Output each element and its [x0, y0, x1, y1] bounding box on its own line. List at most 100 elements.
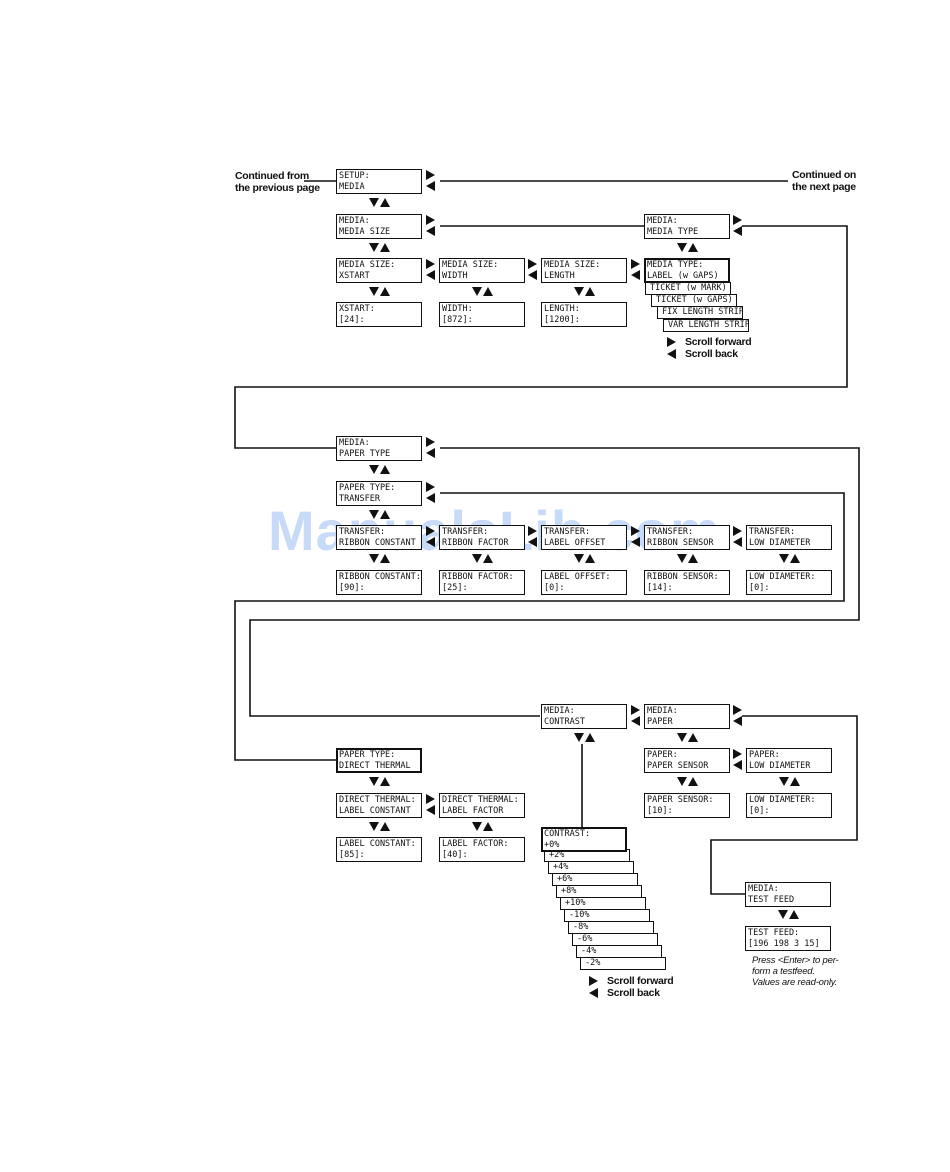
- menu-box[interactable]: MEDIA SIZE:LENGTH: [541, 258, 627, 283]
- menu-box[interactable]: MEDIA:MEDIA SIZE: [336, 214, 422, 239]
- menu-box[interactable]: PAPER:PAPER SENSOR: [644, 748, 730, 773]
- contrast-option[interactable]: +4%: [548, 861, 634, 874]
- media-type-option[interactable]: FIX LENGTH STRIP: [657, 306, 743, 319]
- up-down-arrows-icon[interactable]: [574, 554, 596, 563]
- menu-box[interactable]: MEDIA:PAPER TYPE: [336, 436, 422, 461]
- contrast-option[interactable]: +6%: [552, 873, 638, 886]
- up-down-arrows-icon[interactable]: [369, 243, 391, 252]
- selected-option-box[interactable]: MEDIA TYPE:LABEL (w GAPS): [644, 258, 730, 283]
- scroll-right-arrow[interactable]: [528, 259, 537, 269]
- value-box[interactable]: LOW DIAMETER:[0]:: [746, 570, 832, 595]
- scroll-left-arrow[interactable]: [426, 226, 435, 236]
- menu-box[interactable]: PAPER TYPE:DIRECT THERMAL: [336, 748, 422, 773]
- value-box[interactable]: LABEL CONSTANT:[85]:: [336, 837, 422, 862]
- contrast-option[interactable]: -4%: [576, 945, 662, 958]
- up-down-arrows-icon[interactable]: [574, 287, 596, 296]
- menu-box[interactable]: TRANSFER:RIBBON CONSTANT: [336, 525, 422, 550]
- scroll-right-arrow[interactable]: [733, 526, 742, 536]
- scroll-left-arrow[interactable]: [733, 760, 742, 770]
- up-down-arrows-icon[interactable]: [778, 910, 800, 919]
- menu-box[interactable]: TRANSFER:RIBBON SENSOR: [644, 525, 730, 550]
- contrast-option[interactable]: -2%: [580, 957, 666, 970]
- value-box[interactable]: RIBBON CONSTANT:[90]:: [336, 570, 422, 595]
- scroll-left-arrow[interactable]: [631, 270, 640, 280]
- up-down-arrows-icon[interactable]: [779, 777, 801, 786]
- scroll-left-arrow[interactable]: [426, 270, 435, 280]
- scroll-left-arrow[interactable]: [426, 805, 435, 815]
- up-down-arrows-icon[interactable]: [369, 198, 391, 207]
- scroll-right-arrow[interactable]: [733, 705, 742, 715]
- value-box[interactable]: LABEL OFFSET:[0]:: [541, 570, 627, 595]
- scroll-right-arrow[interactable]: [733, 215, 742, 225]
- up-down-arrows-icon[interactable]: [574, 733, 596, 742]
- menu-box[interactable]: DIRECT THERMAL:LABEL CONSTANT: [336, 793, 422, 818]
- up-down-arrows-icon[interactable]: [779, 554, 801, 563]
- up-down-arrows-icon[interactable]: [369, 777, 391, 786]
- scroll-left-arrow[interactable]: [426, 537, 435, 547]
- menu-box[interactable]: MEDIA:PAPER: [644, 704, 730, 729]
- value-box[interactable]: RIBBON SENSOR:[14]:: [644, 570, 730, 595]
- menu-box[interactable]: TRANSFER:LOW DIAMETER: [746, 525, 832, 550]
- contrast-option[interactable]: -10%: [564, 909, 650, 922]
- up-down-arrows-icon[interactable]: [369, 287, 391, 296]
- up-down-arrows-icon[interactable]: [369, 554, 391, 563]
- scroll-right-arrow[interactable]: [426, 170, 435, 180]
- scroll-left-arrow[interactable]: [631, 537, 640, 547]
- value-box[interactable]: RIBBON FACTOR:[25]:: [439, 570, 525, 595]
- media-type-option[interactable]: VAR LENGTH STRIP: [663, 319, 749, 332]
- scroll-left-arrow[interactable]: [733, 537, 742, 547]
- value-box[interactable]: WIDTH:[872]:: [439, 302, 525, 327]
- up-down-arrows-icon[interactable]: [369, 510, 391, 519]
- scroll-left-arrow[interactable]: [426, 448, 435, 458]
- menu-box[interactable]: MEDIA:MEDIA TYPE: [644, 214, 730, 239]
- up-down-arrows-icon[interactable]: [472, 822, 494, 831]
- menu-box[interactable]: MEDIA SIZE:XSTART: [336, 258, 422, 283]
- media-type-option[interactable]: TICKET (w GAPS): [651, 294, 737, 307]
- menu-box[interactable]: MEDIA:TEST FEED: [745, 882, 831, 907]
- scroll-left-arrow[interactable]: [733, 716, 742, 726]
- menu-box[interactable]: TRANSFER:LABEL OFFSET: [541, 525, 627, 550]
- up-down-arrows-icon[interactable]: [369, 822, 391, 831]
- scroll-left-arrow[interactable]: [426, 493, 435, 503]
- menu-box[interactable]: MEDIA SIZE:WIDTH: [439, 258, 525, 283]
- scroll-left-arrow[interactable]: [528, 270, 537, 280]
- contrast-option[interactable]: +10%: [560, 897, 646, 910]
- menu-box[interactable]: DIRECT THERMAL:LABEL FACTOR: [439, 793, 525, 818]
- scroll-right-arrow[interactable]: [528, 526, 537, 536]
- contrast-option[interactable]: +8%: [556, 885, 642, 898]
- scroll-left-arrow[interactable]: [426, 181, 435, 191]
- value-box[interactable]: LENGTH:[1200]:: [541, 302, 627, 327]
- up-down-arrows-icon[interactable]: [369, 465, 391, 474]
- value-box[interactable]: XSTART:[24]:: [336, 302, 422, 327]
- up-down-arrows-icon[interactable]: [677, 733, 699, 742]
- contrast-option[interactable]: -8%: [568, 921, 654, 934]
- menu-box[interactable]: TRANSFER:RIBBON FACTOR: [439, 525, 525, 550]
- scroll-right-arrow[interactable]: [426, 482, 435, 492]
- contrast-option[interactable]: -6%: [572, 933, 658, 946]
- scroll-right-arrow[interactable]: [631, 526, 640, 536]
- value-box[interactable]: LOW DIAMETER:[0]:: [746, 793, 832, 818]
- menu-box[interactable]: MEDIA:CONTRAST: [541, 704, 627, 729]
- value-box[interactable]: PAPER SENSOR:[10]:: [644, 793, 730, 818]
- scroll-right-arrow[interactable]: [733, 749, 742, 759]
- scroll-right-arrow[interactable]: [426, 526, 435, 536]
- scroll-right-arrow[interactable]: [631, 259, 640, 269]
- selected-option-box[interactable]: CONTRAST:+0%: [541, 827, 627, 852]
- up-down-arrows-icon[interactable]: [472, 554, 494, 563]
- value-box[interactable]: LABEL FACTOR:[40]:: [439, 837, 525, 862]
- scroll-right-arrow[interactable]: [426, 794, 435, 804]
- menu-box[interactable]: PAPER:LOW DIAMETER: [746, 748, 832, 773]
- value-box[interactable]: TEST FEED:[196 198 3 15]: [745, 926, 831, 951]
- scroll-left-arrow[interactable]: [528, 537, 537, 547]
- scroll-right-arrow[interactable]: [426, 215, 435, 225]
- scroll-left-arrow[interactable]: [631, 716, 640, 726]
- up-down-arrows-icon[interactable]: [677, 777, 699, 786]
- scroll-right-arrow[interactable]: [426, 437, 435, 447]
- scroll-right-arrow[interactable]: [631, 705, 640, 715]
- scroll-right-arrow[interactable]: [426, 259, 435, 269]
- up-down-arrows-icon[interactable]: [677, 243, 699, 252]
- menu-box[interactable]: PAPER TYPE:TRANSFER: [336, 481, 422, 506]
- media-type-option[interactable]: TICKET (w MARK): [645, 282, 731, 295]
- up-down-arrows-icon[interactable]: [472, 287, 494, 296]
- menu-box[interactable]: SETUP:MEDIA: [336, 169, 422, 194]
